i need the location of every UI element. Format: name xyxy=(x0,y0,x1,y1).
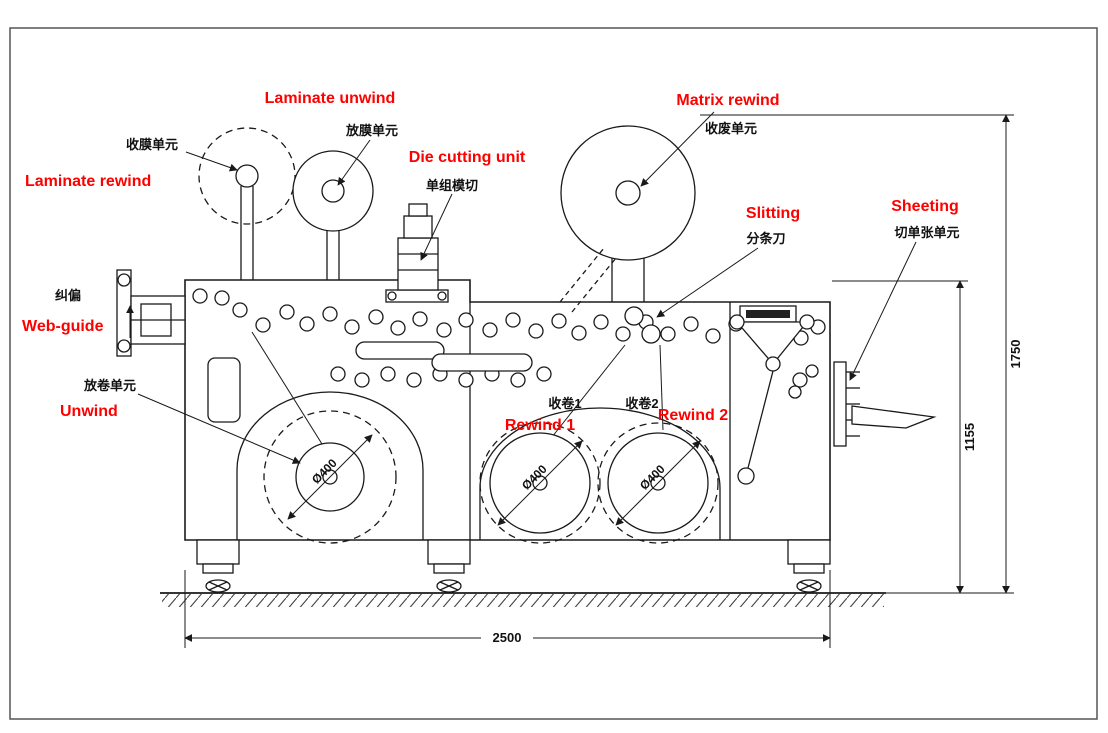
dimension-1750 xyxy=(700,114,1014,594)
laminate-unwind-roll xyxy=(292,150,374,280)
leader-lines xyxy=(126,111,917,464)
laminate-rewind-roll xyxy=(198,127,296,280)
leader-laminate-rewind xyxy=(185,151,238,172)
web-guide-assembly xyxy=(116,269,186,357)
label-rewind-1-zh: 收卷1 xyxy=(548,396,581,411)
label-rewind-1-en: Rewind 1 xyxy=(505,417,575,434)
label-laminate-rewind-zh: 收膜单元 xyxy=(126,137,178,152)
machine-base xyxy=(196,539,831,593)
label-web-guide-en: Web-guide xyxy=(22,318,104,335)
sheeting-unit-graphic xyxy=(729,305,937,485)
label-slitting-en: Slitting xyxy=(746,205,800,222)
leader-slitting xyxy=(656,247,759,318)
ground-line xyxy=(160,592,886,607)
unwind-roll xyxy=(263,410,397,544)
dim-text-2500: 2500 xyxy=(493,630,522,645)
label-unwind-en: Unwind xyxy=(60,403,118,420)
leader-sheeting xyxy=(849,241,917,381)
label-laminate-unwind-en: Laminate unwind xyxy=(265,90,396,107)
leader-die-cutting xyxy=(420,193,453,261)
dim-text-1750: 1750 xyxy=(1008,340,1023,369)
label-die-cutting-zh: 单组模切 xyxy=(426,178,478,193)
leader-laminate-unwind xyxy=(337,139,371,186)
label-web-guide-zh: 纠偏 xyxy=(55,288,81,303)
leader-matrix-rewind xyxy=(640,111,715,187)
label-sheeting-en: Sheeting xyxy=(891,198,959,215)
dimension-2500 xyxy=(184,570,831,648)
die-cutting-unit-graphic xyxy=(385,203,449,303)
dim-text-1155: 1155 xyxy=(962,423,977,451)
label-matrix-rewind-en: Matrix rewind xyxy=(676,92,779,109)
leader-unwind xyxy=(137,393,301,464)
label-unwind-zh: 放卷单元 xyxy=(83,378,136,393)
rewind-2-roll xyxy=(597,422,719,544)
rewind-1-roll xyxy=(479,422,601,544)
label-laminate-rewind-en: Laminate rewind xyxy=(25,173,151,190)
web-path-lines xyxy=(251,331,664,445)
label-sheeting-zh: 切单张单元 xyxy=(894,225,959,240)
label-rewind-2-en: Rewind 2 xyxy=(658,407,728,424)
matrix-rewind-roll xyxy=(559,125,696,313)
slitting-knives xyxy=(624,306,661,344)
label-slitting-zh: 分条刀 xyxy=(746,231,785,246)
label-die-cutting-en: Die cutting unit xyxy=(409,149,526,166)
label-matrix-rewind-zh: 收废单元 xyxy=(705,121,757,136)
dimension-1155 xyxy=(832,280,968,594)
label-rewind-2-zh: 收卷2 xyxy=(625,396,658,411)
label-laminate-unwind-zh: 放膜单元 xyxy=(345,123,398,138)
